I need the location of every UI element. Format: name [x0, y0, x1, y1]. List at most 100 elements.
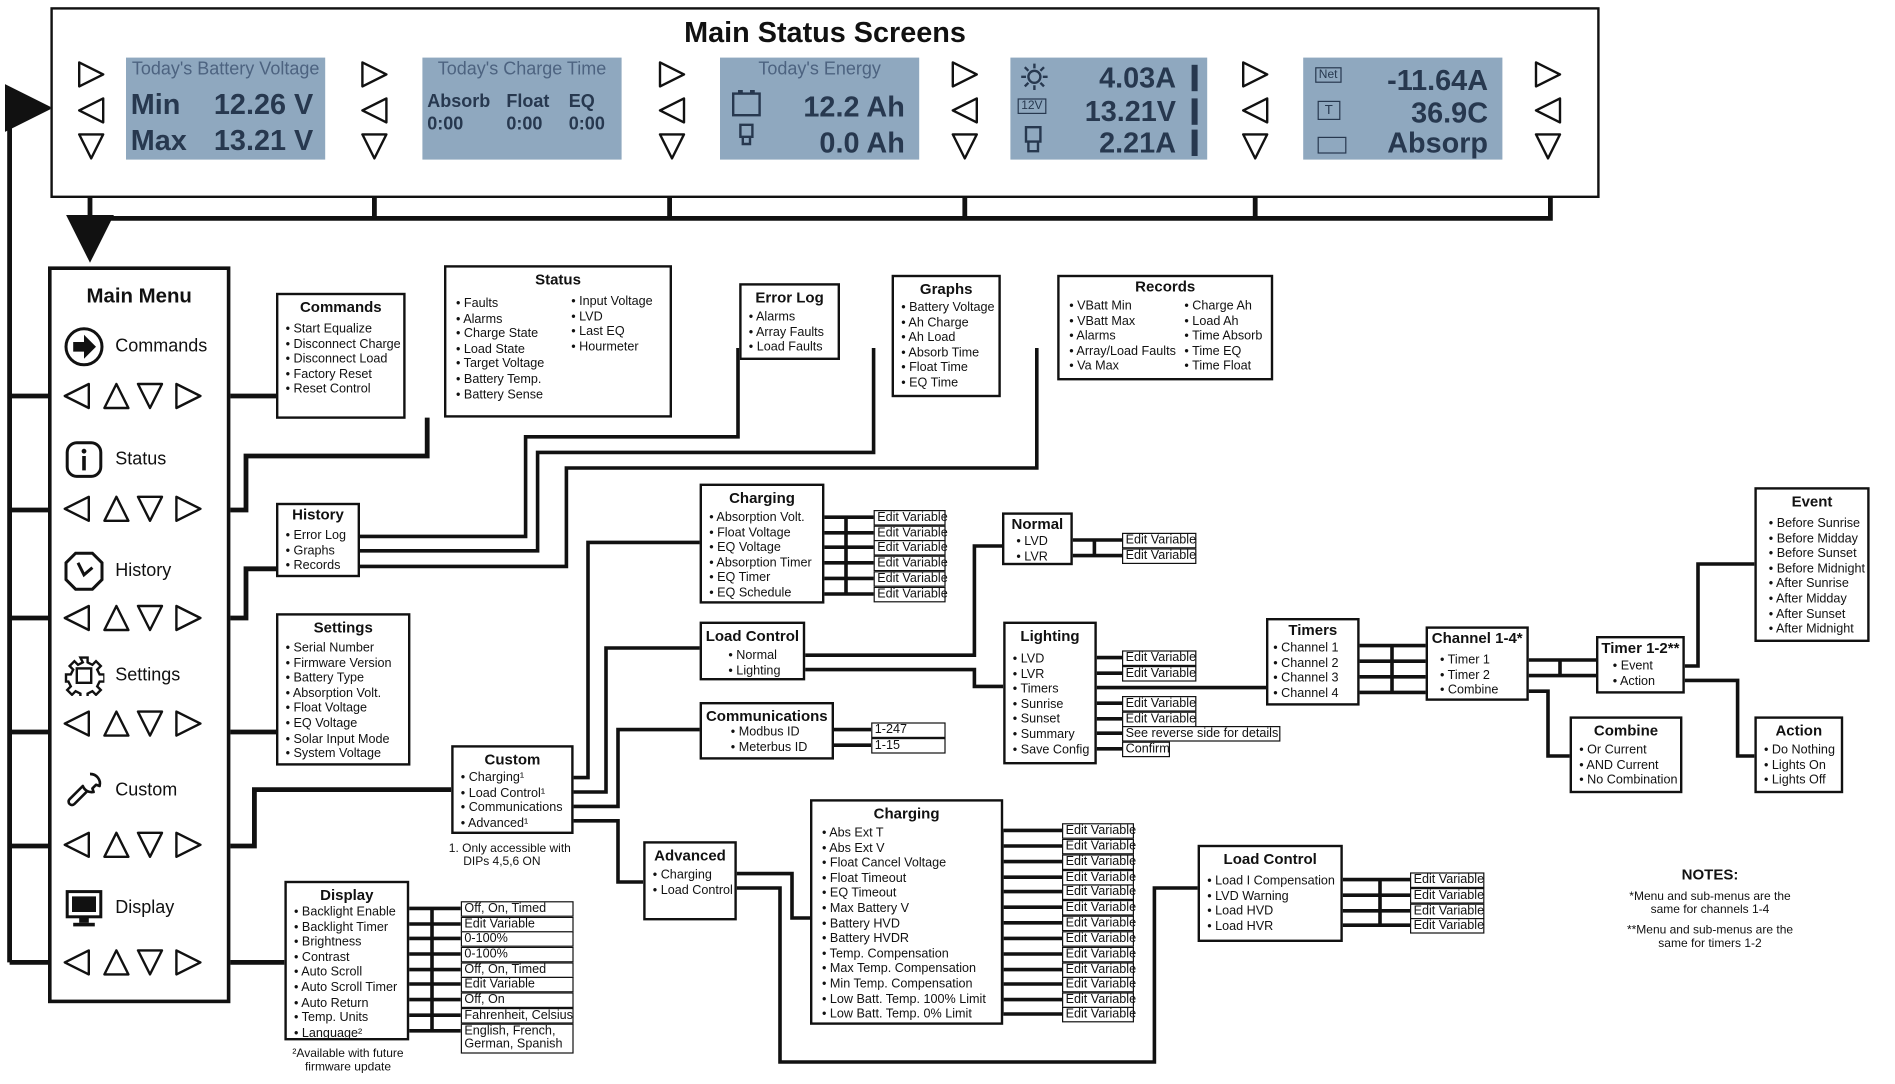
menu-item[interactable]: • Do Nothing: [1764, 742, 1835, 758]
arrow-right-icon[interactable]: [174, 830, 203, 865]
menu-item[interactable]: • EQ Voltage: [285, 716, 358, 731]
menu-item[interactable]: • Charging¹: [460, 770, 525, 785]
menu-item[interactable]: • Reset Control: [285, 382, 371, 397]
menu-item[interactable]: • Battery HVD: [822, 916, 900, 931]
edit-variable-box[interactable]: Edit Variable: [1122, 532, 1197, 549]
menu-item[interactable]: • Time Float: [1184, 359, 1252, 374]
edit-variable-box[interactable]: Fahrenheit, Celsius: [460, 1008, 574, 1024]
edit-variable-box[interactable]: Off, On, Timed: [460, 962, 574, 979]
menu-item[interactable]: • Ah Charge: [901, 315, 969, 330]
menu-item[interactable]: • Float Timeout: [822, 870, 907, 886]
menu-item[interactable]: • EQ Timer: [709, 570, 771, 585]
edit-variable-box[interactable]: Confirm: [1122, 741, 1170, 758]
menu-item[interactable]: • Load Faults: [748, 339, 823, 355]
arrow-up-icon[interactable]: [102, 494, 131, 529]
edit-variable-box[interactable]: Edit Variable: [1122, 696, 1197, 712]
edit-variable-box[interactable]: Edit Variable: [873, 525, 948, 542]
lcd-energy[interactable]: Today's Energy 12.2 Ah 0.0 Ah: [720, 57, 920, 160]
menu-item[interactable]: • Records: [285, 558, 341, 573]
menu-item[interactable]: • Load HVD: [1207, 903, 1274, 919]
menu-item[interactable]: • Channel 4: [1273, 686, 1339, 701]
arrow-right-icon[interactable]: [658, 60, 687, 95]
lcd-current-voltage[interactable]: 12V 4.03A 13.21V 2.21A: [1010, 57, 1208, 160]
menu-item[interactable]: • Disconnect Charge: [285, 336, 401, 352]
menu-item[interactable]: • Event: [1612, 658, 1653, 674]
menu-item[interactable]: • Last EQ: [571, 324, 625, 339]
menu-item[interactable]: • Backlight Enable: [294, 904, 396, 920]
menu-item[interactable]: • Communications: [460, 800, 563, 816]
menu-item[interactable]: • Temp. Compensation: [822, 946, 949, 961]
menu-item[interactable]: • No Combination: [1579, 773, 1678, 788]
menu-item[interactable]: • LVD: [1016, 534, 1048, 549]
main-menu-item-commands[interactable]: Commands: [115, 336, 208, 357]
arrow-left-icon[interactable]: [62, 382, 91, 417]
edit-variable-box[interactable]: Edit Variable: [460, 916, 574, 933]
arrow-down-icon[interactable]: [658, 132, 687, 167]
arrow-up-icon[interactable]: [102, 709, 131, 744]
menu-item[interactable]: • Hourmeter: [571, 339, 639, 354]
menu-item[interactable]: • Load Control¹: [460, 785, 546, 800]
arrow-down-icon[interactable]: [1241, 132, 1270, 167]
arrow-down-icon[interactable]: [136, 709, 165, 744]
menu-item[interactable]: • Abs Ext V: [822, 840, 885, 856]
menu-item[interactable]: • Load State: [456, 341, 525, 357]
menu-item[interactable]: • Factory Reset: [285, 366, 372, 382]
menu-item[interactable]: • Auto Scroll: [294, 965, 363, 980]
arrow-left-icon[interactable]: [62, 709, 91, 744]
menu-item[interactable]: • Backlight Timer: [294, 919, 389, 935]
menu-item[interactable]: • Channel 1: [1273, 640, 1339, 656]
menu-item[interactable]: • Charge Ah: [1184, 298, 1252, 314]
arrow-left-icon[interactable]: [1241, 96, 1270, 131]
menu-item[interactable]: • System Voltage: [285, 746, 382, 761]
menu-item[interactable]: • Battery Temp.: [456, 371, 542, 387]
menu-item[interactable]: • Serial Number: [285, 640, 375, 656]
menu-item[interactable]: • Brightness: [294, 935, 362, 950]
menu-item[interactable]: • Time Absorb: [1184, 329, 1263, 344]
arrow-right-icon[interactable]: [174, 604, 203, 639]
menu-item[interactable]: • Firmware Version: [285, 655, 392, 671]
menu-item[interactable]: • Advanced¹: [460, 815, 529, 831]
menu-item[interactable]: • Max Temp. Compensation: [822, 961, 977, 977]
arrow-up-icon[interactable]: [102, 948, 131, 983]
menu-item[interactable]: • Or Current: [1579, 742, 1647, 758]
arrow-left-icon[interactable]: [62, 948, 91, 983]
menu-item[interactable]: • Action: [1612, 673, 1656, 689]
edit-variable-box[interactable]: Edit Variable: [873, 571, 948, 587]
arrow-right-icon[interactable]: [174, 382, 203, 417]
menu-item[interactable]: • Absorption Volt.: [285, 686, 382, 701]
edit-variable-box[interactable]: Off, On, Timed: [460, 901, 574, 917]
edit-variable-box[interactable]: Edit Variable: [1062, 992, 1136, 1009]
menu-item[interactable]: • Battery HVDR: [822, 931, 910, 946]
menu-item[interactable]: • Battery Voltage: [901, 300, 995, 315]
edit-variable-box[interactable]: Edit Variable: [1122, 666, 1197, 682]
menu-item[interactable]: • Sunset: [1012, 712, 1060, 727]
menu-item[interactable]: • AND Current: [1579, 757, 1659, 773]
menu-item[interactable]: • Solar Input Mode: [285, 731, 390, 746]
menu-item[interactable]: • EQ Schedule: [709, 585, 792, 600]
menu-item[interactable]: • Alarms: [748, 309, 796, 324]
arrow-left-icon[interactable]: [62, 604, 91, 639]
lcd-battery-voltage[interactable]: Today's Battery Voltage Min 12.26 V Max …: [126, 57, 326, 160]
menu-item[interactable]: • Save Config: [1012, 742, 1090, 757]
edit-variable-box[interactable]: Edit Variable: [1062, 854, 1136, 871]
menu-item[interactable]: • Before Sunrise: [1768, 516, 1861, 531]
arrow-left-icon[interactable]: [62, 494, 91, 529]
edit-variable-box[interactable]: Edit Variable: [1062, 976, 1136, 993]
menu-item[interactable]: • Low Batt. Temp. 0% Limit: [822, 1006, 972, 1022]
menu-item[interactable]: • Faults: [456, 296, 499, 311]
arrow-up-icon[interactable]: [102, 830, 131, 865]
arrow-right-icon[interactable]: [77, 60, 106, 95]
menu-item[interactable]: • After Sunset: [1768, 606, 1846, 622]
menu-item[interactable]: • Language²: [294, 1025, 363, 1041]
menu-item[interactable]: • Battery Sense: [456, 387, 544, 402]
menu-item[interactable]: • Abs Ext T: [822, 825, 884, 841]
menu-item[interactable]: • Battery Type: [285, 671, 365, 686]
menu-item[interactable]: • Absorption Volt.: [709, 510, 805, 525]
arrow-down-icon[interactable]: [136, 382, 165, 417]
menu-item[interactable]: • Charge State: [456, 326, 539, 342]
arrow-down-icon[interactable]: [136, 604, 165, 639]
main-menu-item-display[interactable]: Display: [115, 897, 175, 919]
menu-item[interactable]: • Target Voltage: [456, 356, 545, 372]
menu-item[interactable]: • VBatt Min: [1069, 298, 1132, 314]
arrow-down-icon[interactable]: [1534, 132, 1563, 167]
